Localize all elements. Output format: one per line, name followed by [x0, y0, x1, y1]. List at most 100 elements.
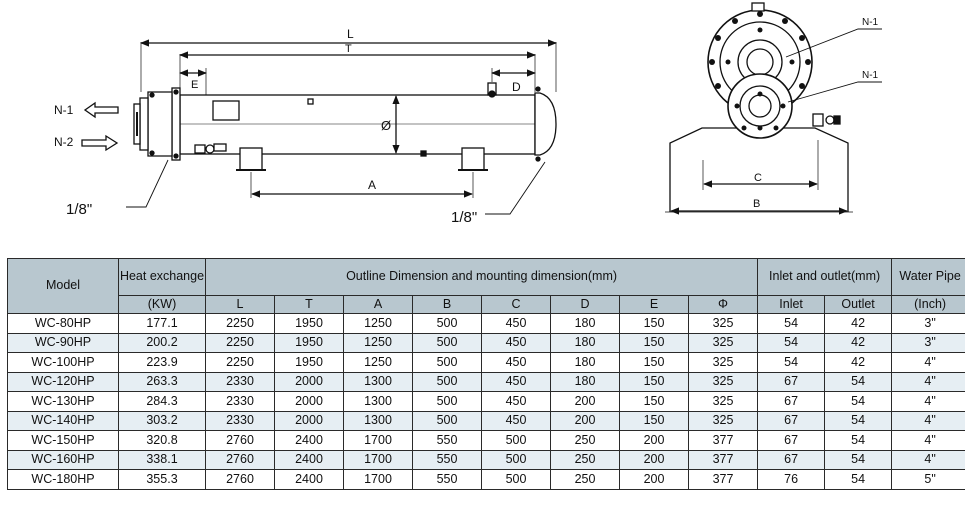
cell-L: 2760: [205, 449, 275, 470]
cell-phi: 325: [687, 352, 759, 373]
cell-pipe: 3": [891, 313, 965, 334]
cell-pipe: 5": [891, 469, 965, 490]
cell-inlet: 67: [757, 410, 826, 431]
cell-model: WC-100HP: [7, 352, 119, 373]
cell-E: 200: [619, 469, 689, 490]
cell-outlet: 42: [824, 352, 893, 373]
header-dim-phi: Φ: [687, 295, 759, 314]
cell-pipe: 4": [891, 410, 965, 431]
cell-L: 2330: [205, 391, 275, 412]
cell-L: 2760: [205, 469, 275, 490]
cell-model: WC-160HP: [7, 449, 119, 470]
cell-pipe: 4": [891, 391, 965, 412]
cell-A: 1700: [343, 469, 413, 490]
cell-C: 500: [481, 469, 551, 490]
header-outline: Outline Dimension and mounting dimension…: [204, 258, 759, 296]
cell-phi: 377: [687, 430, 759, 451]
cell-phi: 325: [687, 371, 759, 392]
cell-pipe: 4": [891, 449, 965, 470]
fitting-right-label: 1/8": [451, 209, 477, 226]
header-inlet-outlet: Inlet and outlet(mm): [757, 258, 893, 296]
cell-inlet: 67: [757, 430, 826, 451]
cell-L: 2330: [205, 410, 275, 431]
fitting-left-label: 1/8": [66, 201, 92, 218]
cell-model: WC-80HP: [7, 313, 119, 334]
end-view: [665, 2, 882, 215]
cell-A: 1300: [343, 391, 413, 412]
cell-B: 500: [412, 352, 482, 373]
cell-T: 1950: [274, 352, 344, 373]
cell-T: 2400: [274, 469, 344, 490]
cell-T: 1950: [274, 332, 344, 353]
cell-outlet: 42: [824, 313, 893, 334]
cell-outlet: 54: [824, 410, 893, 431]
nozzle-n1-label: N-1: [54, 103, 74, 117]
header-model: Model: [7, 258, 119, 314]
cell-A: 1700: [343, 449, 413, 470]
cell-T: 2000: [274, 371, 344, 392]
cell-E: 150: [619, 332, 689, 353]
right-head: [534, 92, 557, 156]
cell-kw: 284.3: [118, 391, 206, 412]
header-inch-unit: (Inch): [891, 295, 965, 314]
header-outlet: Outlet: [824, 295, 893, 314]
cell-C: 450: [481, 332, 551, 353]
left-support: [239, 147, 263, 171]
cell-B: 550: [412, 449, 482, 470]
cell-L: 2250: [205, 313, 275, 334]
n2-arrow: [81, 134, 119, 152]
cell-D: 200: [550, 410, 620, 431]
cell-inlet: 54: [757, 332, 826, 353]
dim-T-label: T: [345, 43, 352, 55]
cell-inlet: 76: [757, 469, 826, 490]
cell-A: 1250: [343, 332, 413, 353]
header-dim-E: E: [619, 295, 689, 314]
cell-C: 450: [481, 410, 551, 431]
header-dim-B: B: [412, 295, 482, 314]
cell-E: 150: [619, 313, 689, 334]
cell-phi: 325: [687, 313, 759, 334]
cell-outlet: 54: [824, 469, 893, 490]
header-water-pipe: Water Pipe: [891, 258, 965, 296]
cell-model: WC-150HP: [7, 430, 119, 451]
cell-D: 180: [550, 371, 620, 392]
cell-kw: 338.1: [118, 449, 206, 470]
cell-phi: 325: [687, 391, 759, 412]
dim-E-label: E: [191, 79, 198, 91]
cell-B: 500: [412, 391, 482, 412]
dim-B-label: B: [753, 198, 760, 210]
header-dim-T: T: [274, 295, 344, 314]
left-valve: [194, 144, 206, 154]
technical-drawing: L T E D Ø A N-1 N-2 1/8" 1/8": [54, 2, 882, 226]
cell-phi: 325: [687, 410, 759, 431]
cell-B: 500: [412, 410, 482, 431]
header-inlet: Inlet: [757, 295, 826, 314]
cell-C: 500: [481, 449, 551, 470]
cell-model: WC-180HP: [7, 469, 119, 490]
header-dim-L: L: [205, 295, 275, 314]
cell-kw: 320.8: [118, 430, 206, 451]
cell-phi: 377: [687, 449, 759, 470]
cell-D: 200: [550, 391, 620, 412]
cell-E: 150: [619, 410, 689, 431]
cell-phi: 377: [687, 469, 759, 490]
cell-E: 150: [619, 371, 689, 392]
cell-D: 180: [550, 313, 620, 334]
header-dim-C: C: [481, 295, 551, 314]
cell-inlet: 67: [757, 391, 826, 412]
side-view: [81, 39, 557, 215]
cell-C: 450: [481, 313, 551, 334]
header-dim-A: A: [343, 295, 413, 314]
cell-kw: 303.2: [118, 410, 206, 431]
cell-outlet: 54: [824, 449, 893, 470]
header-dim-D: D: [550, 295, 620, 314]
cell-outlet: 54: [824, 430, 893, 451]
cell-L: 2760: [205, 430, 275, 451]
dim-A-label: A: [368, 178, 376, 192]
